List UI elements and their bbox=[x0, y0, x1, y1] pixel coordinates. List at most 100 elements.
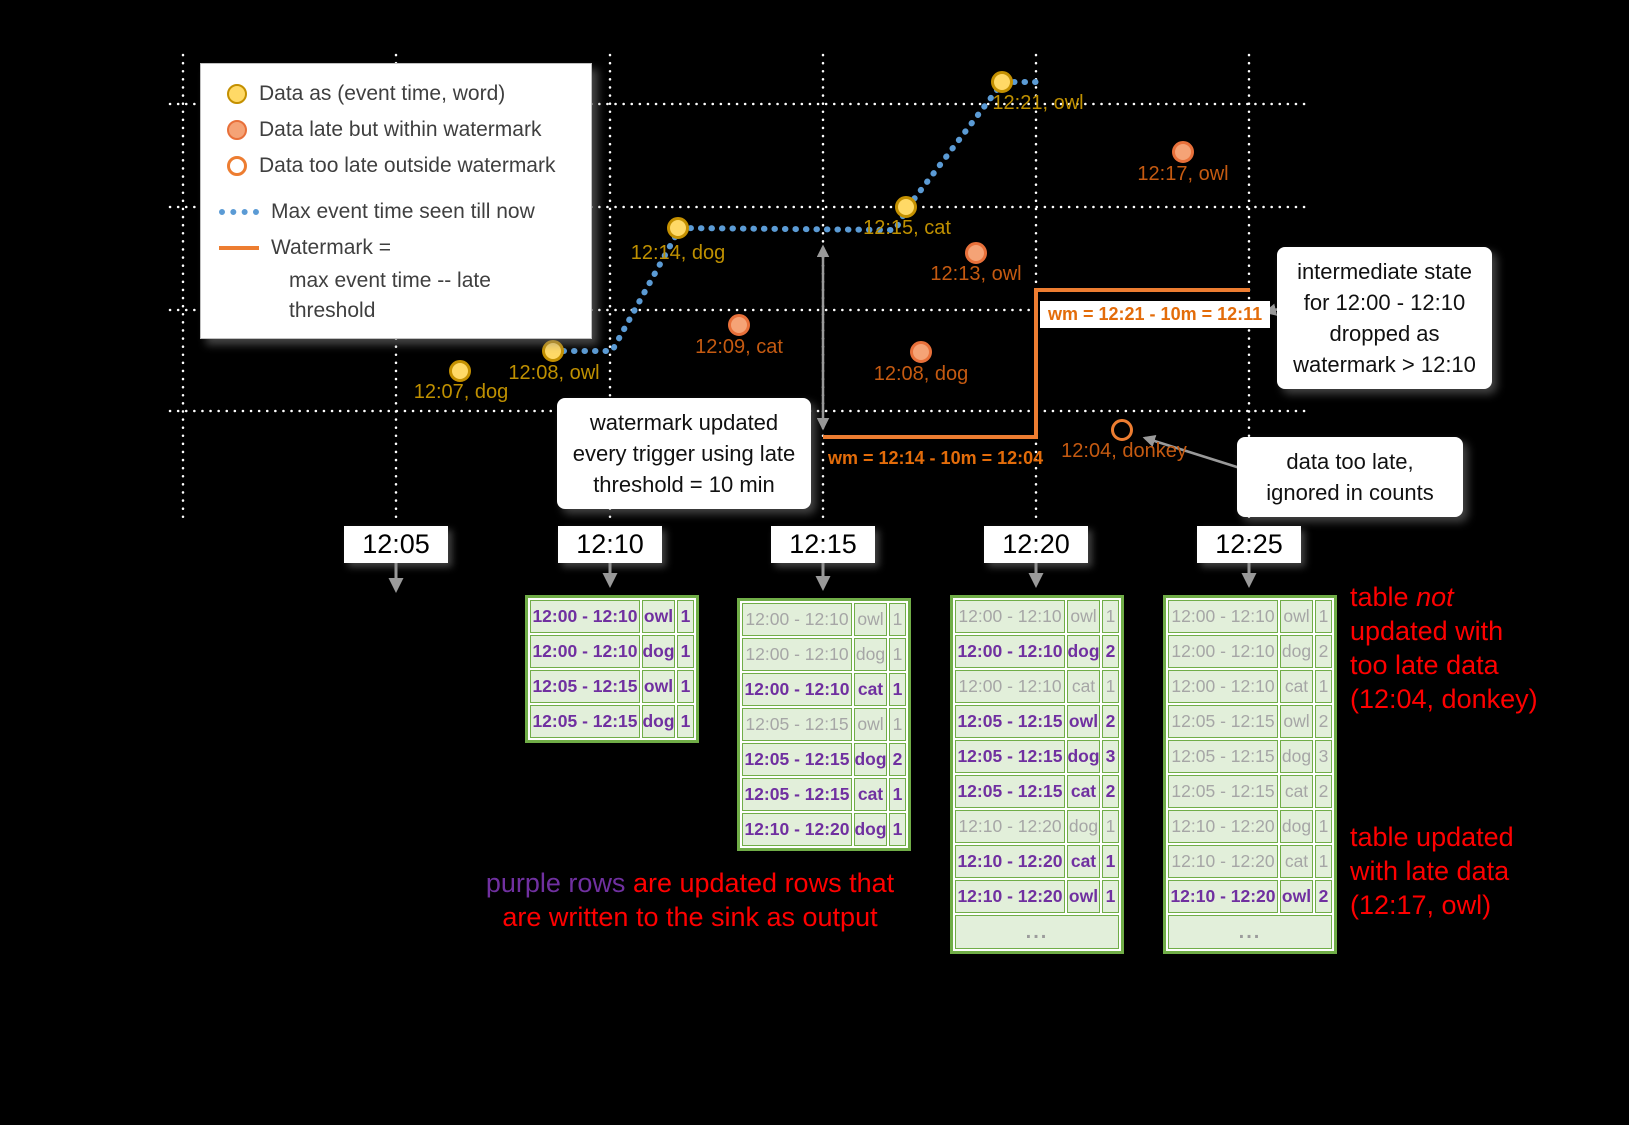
table-cell-cnt: 1 bbox=[889, 673, 906, 706]
callout-watermark-updated: watermark updated every trigger using la… bbox=[557, 398, 811, 509]
table-cell-cnt: 3 bbox=[1315, 740, 1332, 773]
legend-item-watermark: Watermark = bbox=[219, 230, 581, 266]
note-line: (12:17, owl) bbox=[1350, 890, 1492, 920]
table-cell-cnt: 1 bbox=[1315, 845, 1332, 878]
point-label-12-21-owl: 12:21, owl bbox=[992, 92, 1084, 114]
too-late-pointer-arrow bbox=[1142, 435, 1241, 470]
table-cell-word: cat bbox=[1067, 845, 1100, 878]
legend-label-watermark: Watermark = bbox=[271, 236, 391, 259]
point-12-08-owl bbox=[542, 340, 564, 362]
point-label-12-14-dog: 12:14, dog bbox=[630, 242, 726, 264]
table-cell-word: dog bbox=[1067, 810, 1100, 843]
legend-label-late: Data late but within watermark bbox=[259, 118, 542, 141]
table-cell-win: 12:05 - 12:15 bbox=[530, 705, 640, 738]
table-cell-cnt: 1 bbox=[1315, 810, 1332, 843]
point-label-12-08-owl: 12:08, owl bbox=[508, 362, 600, 384]
table-cell-cnt: 1 bbox=[1315, 670, 1332, 703]
table-cell-word: owl bbox=[1067, 600, 1100, 633]
table-cell-word: cat bbox=[854, 673, 887, 706]
note-purple-rows: purple rows are updated rows that are wr… bbox=[455, 866, 925, 934]
table-cell-cnt: 1 bbox=[1102, 880, 1119, 913]
table-cell-win: 12:00 - 12:10 bbox=[1168, 600, 1278, 633]
callout-line: watermark > 12:10 bbox=[1293, 352, 1476, 377]
point-12-17-owl bbox=[1172, 141, 1194, 163]
table-cell-win: 12:05 - 12:15 bbox=[955, 775, 1065, 808]
table-cell-cnt: 2 bbox=[1315, 705, 1332, 738]
table-cell-win: 12:00 - 12:10 bbox=[530, 635, 640, 668]
table-cell-word: cat bbox=[1067, 775, 1100, 808]
callout-line: for 12:00 - 12:10 bbox=[1303, 290, 1466, 315]
point-label-12-13-owl: 12:13, owl bbox=[930, 263, 1022, 285]
note-line: are written to the sink as output bbox=[502, 902, 878, 932]
table-cell-win: 12:00 - 12:10 bbox=[1168, 670, 1278, 703]
point-12-15-cat bbox=[895, 196, 917, 218]
table-cell-win: 12:00 - 12:10 bbox=[955, 600, 1065, 633]
legend-item-ontime: Data as (event time, word) bbox=[219, 76, 581, 112]
note-line: too late data bbox=[1350, 650, 1499, 680]
callout-line: every trigger using late bbox=[572, 441, 796, 466]
table-cell-word: owl bbox=[1280, 705, 1313, 738]
time-label-12-15: 12:15 bbox=[771, 526, 875, 563]
table-cell-cnt: 2 bbox=[1315, 775, 1332, 808]
table-cell-cnt: 1 bbox=[889, 778, 906, 811]
note-text: table bbox=[1350, 582, 1417, 612]
time-label-12-10: 12:10 bbox=[558, 526, 662, 563]
table-cell-cnt: 1 bbox=[889, 708, 906, 741]
watermark-value-label-1: wm = 12:14 - 10m = 12:04 bbox=[828, 448, 1044, 468]
table-cell-win: 12:00 - 12:10 bbox=[955, 635, 1065, 668]
table-cell-word: cat bbox=[1280, 775, 1313, 808]
table-cell-win: 12:00 - 12:10 bbox=[530, 600, 640, 633]
watermark-value-label-2: wm = 12:21 - 10m = 12:11 bbox=[1040, 301, 1271, 328]
note-line: table not bbox=[1350, 580, 1538, 614]
table-cell-word: owl bbox=[1280, 600, 1313, 633]
table-cell-cnt: 1 bbox=[889, 603, 906, 636]
table-ellipsis: ... bbox=[1168, 915, 1332, 949]
table-cell-win: 12:10 - 12:20 bbox=[1168, 845, 1278, 878]
table-cell-word: owl bbox=[642, 600, 675, 633]
table-cell-win: 12:00 - 12:10 bbox=[742, 673, 852, 706]
callout-intermediate-state-dropped: intermediate state for 12:00 - 12:10 dro… bbox=[1277, 247, 1492, 389]
table-cell-word: cat bbox=[1067, 670, 1100, 703]
table-cell-word: dog bbox=[854, 743, 887, 776]
table-cell-cnt: 1 bbox=[677, 635, 694, 668]
note-line: purple rows are updated rows that bbox=[455, 866, 925, 900]
table-cell-win: 12:05 - 12:15 bbox=[742, 708, 852, 741]
table-cell-win: 12:05 - 12:15 bbox=[1168, 740, 1278, 773]
table-cell-word: dog bbox=[1067, 635, 1100, 668]
point-label-12-15-cat: 12:15, cat bbox=[863, 217, 951, 239]
table-cell-win: 12:10 - 12:20 bbox=[1168, 880, 1278, 913]
watermark-step-line bbox=[823, 288, 1250, 439]
note-line: (12:04, donkey) bbox=[1350, 684, 1538, 714]
table-cell-word: dog bbox=[854, 638, 887, 671]
point-label-12-17-owl: 12:17, owl bbox=[1137, 163, 1229, 185]
table-cell-word: cat bbox=[854, 778, 887, 811]
table-cell-cnt: 2 bbox=[1102, 705, 1119, 738]
table-cell-cnt: 1 bbox=[1102, 600, 1119, 633]
table-cell-word: dog bbox=[1280, 810, 1313, 843]
table-cell-word: dog bbox=[642, 705, 675, 738]
table-cell-cnt: 1 bbox=[889, 813, 906, 846]
note-table-not-updated: table not updated with too late data (12… bbox=[1350, 580, 1538, 716]
gray-arrows bbox=[388, 244, 1297, 593]
table-cell-word: owl bbox=[1067, 880, 1100, 913]
legend-item-late: Data late but within watermark bbox=[219, 112, 581, 148]
table-cell-cnt: 1 bbox=[1315, 600, 1332, 633]
point-12-14-dog bbox=[667, 217, 689, 239]
ontime-point-icon bbox=[227, 84, 247, 104]
